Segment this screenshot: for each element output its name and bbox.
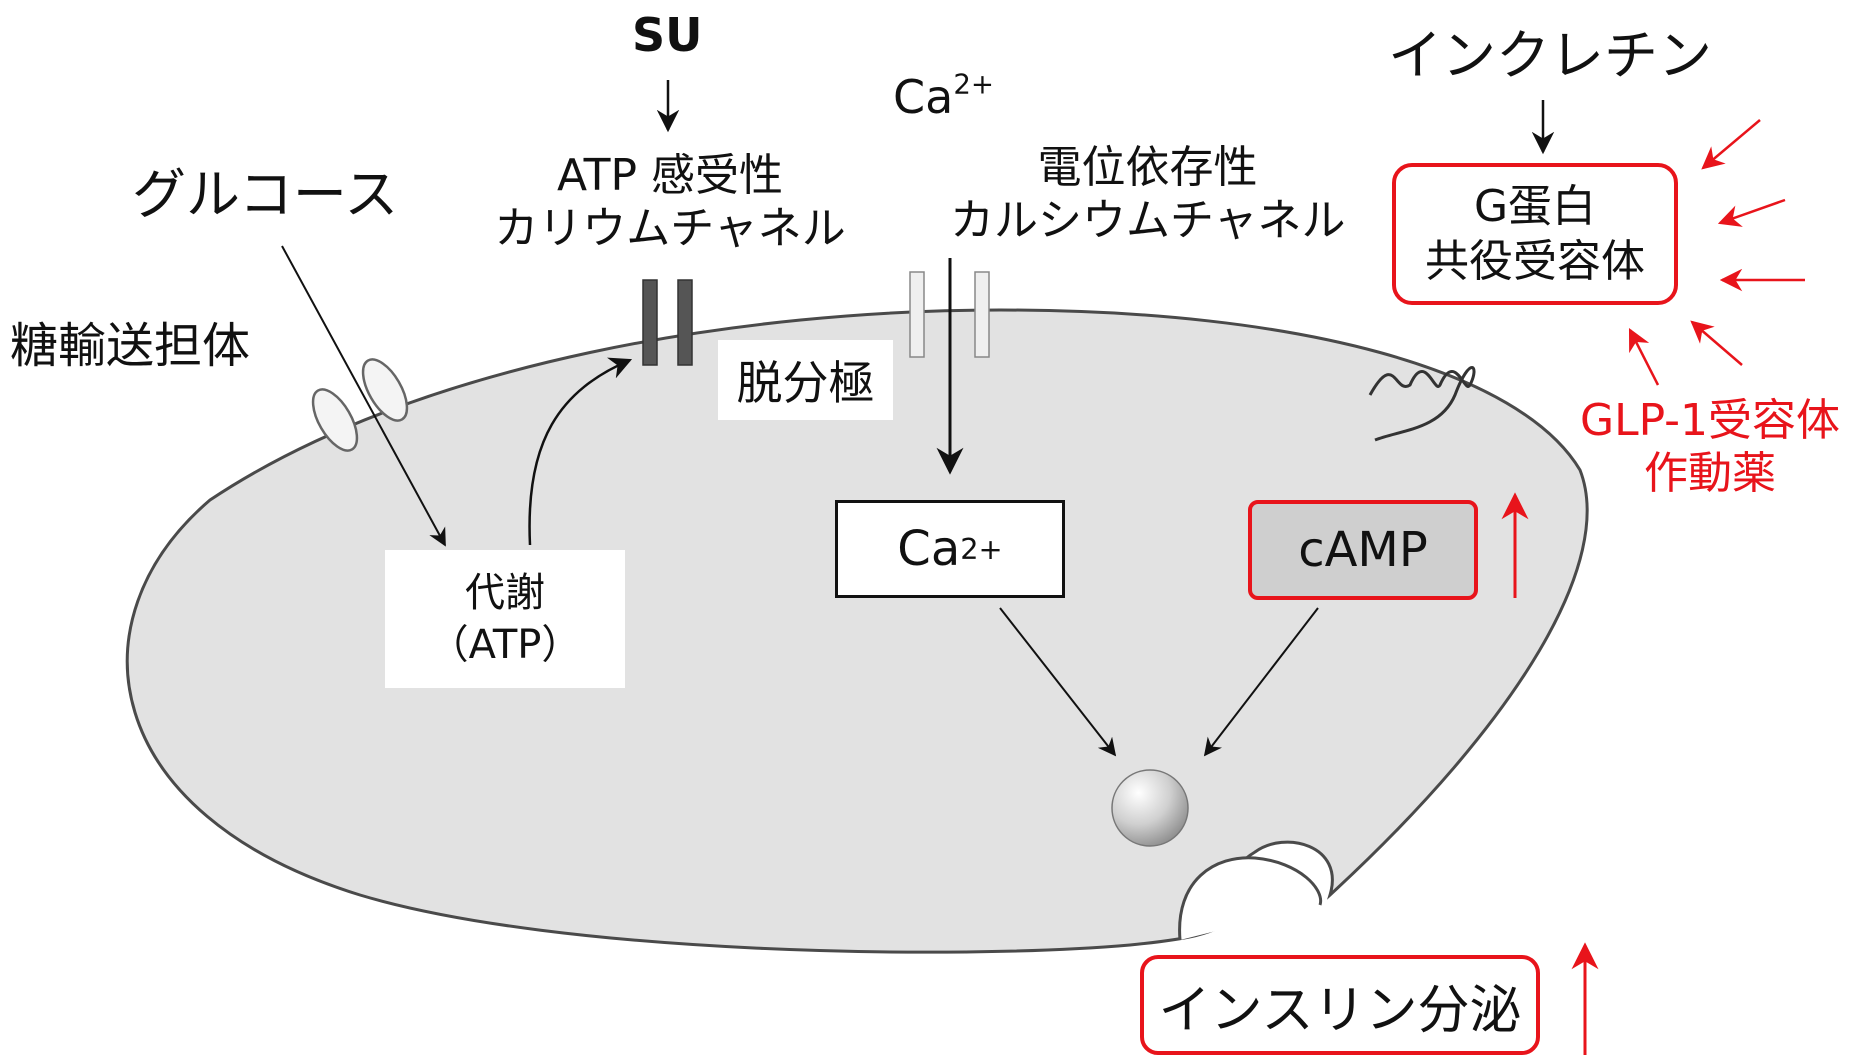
curved-arrow-icon (528, 357, 633, 546)
channel-icon (909, 271, 990, 358)
camp-to-granule-arrow (1203, 607, 1319, 757)
atp-k-channel-line2: カリウムチャネル (494, 202, 846, 254)
glucose-transporter-label: 糖輸送担体 (10, 318, 251, 374)
agonist-arrow (1701, 119, 1761, 170)
g-protein-line1: G蛋白 (1473, 181, 1597, 232)
vdcc-line1: 電位依存性 (1037, 142, 1258, 193)
ca-box-text: Ca (897, 521, 961, 577)
receptor-coil-icon (1368, 366, 1476, 442)
insulin-granule-icon (1111, 769, 1189, 847)
channel-icon (642, 279, 693, 366)
depolarization-label: 脱分極 (718, 340, 893, 420)
transporter-icon (311, 358, 409, 452)
ca-ion-text: Ca (893, 70, 954, 124)
metabolism-line1: 代謝 (465, 570, 545, 616)
g-protein-line2: 共役受容体 (1425, 236, 1645, 287)
beta-cell (125, 308, 1589, 954)
agonist-arrow (1717, 198, 1786, 227)
exocytosis-pit (1178, 856, 1323, 941)
incretin-label: インクレチン (1388, 24, 1712, 87)
ca-to-granule-arrow (999, 607, 1117, 757)
glucose-label: グルコース (132, 163, 399, 226)
su-label: SU (632, 8, 703, 62)
atp-k-channel-label: ATP 感受性 カリウムチャネル (480, 150, 860, 256)
glp1-agonist-line1: GLP-1受容体 (1579, 395, 1841, 446)
atp-k-channel-line1: ATP 感受性 (556, 150, 784, 201)
glp1-agonist-line2: 作動薬 (1644, 447, 1776, 499)
metabolism-box: 代謝 （ATP） (385, 550, 625, 688)
metabolism-line2: （ATP） (428, 622, 582, 668)
vdcc-line2: カルシウムチャネル (950, 194, 1346, 246)
vdcc-label: 電位依存性 カルシウムチャネル (950, 142, 1346, 248)
agonist-arrow (1628, 327, 1660, 386)
ca-ion-label: Ca2+ (893, 70, 994, 125)
g-protein-receptor-box: G蛋白 共役受容体 (1392, 163, 1678, 305)
glucose-uptake-arrow (281, 245, 446, 547)
camp-box: cAMP (1248, 500, 1478, 600)
agonist-arrow (1690, 320, 1743, 366)
glp1-agonist-label: GLP-1受容体 作動薬 (1550, 395, 1870, 501)
insulin-secretion-box: インスリン分泌 (1140, 955, 1540, 1055)
ca-ion-charge: 2+ (953, 67, 994, 101)
